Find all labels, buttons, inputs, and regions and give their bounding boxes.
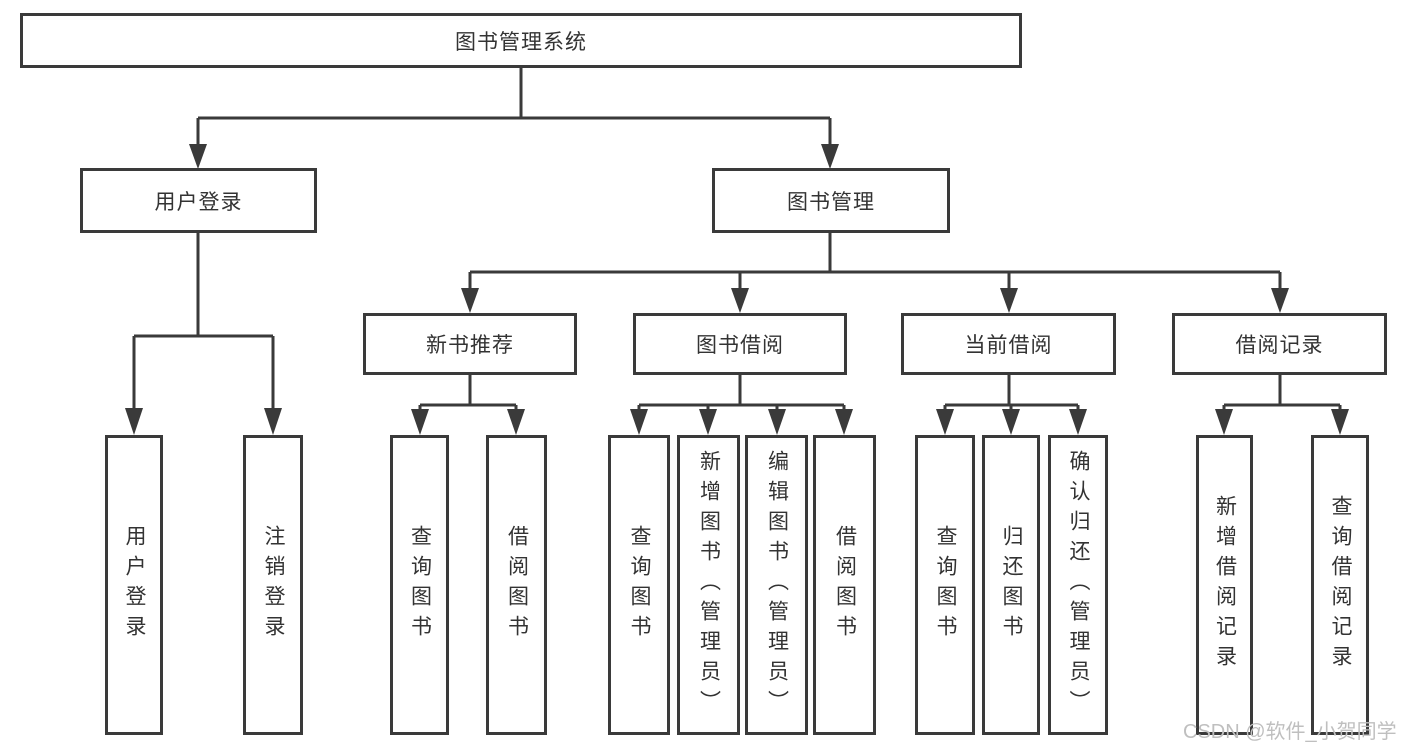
leaf-edit-books-admin: 编辑图书（管理员） xyxy=(745,435,808,735)
node-label: 编辑图书（管理员） xyxy=(765,450,789,720)
leaf-logout: 注销登录 xyxy=(243,435,303,735)
node-label: 当前借阅 xyxy=(964,334,1053,357)
node-label: 图书管理 xyxy=(787,190,875,214)
node-label: 用户登录 xyxy=(123,525,146,645)
node-label: 查询图书 xyxy=(628,525,651,645)
connector-arrowheads xyxy=(125,144,1349,435)
node-label: 图书管理系统 xyxy=(455,30,587,54)
node-label: 图书借阅 xyxy=(696,334,784,357)
leaf-query-books-current: 查询图书 xyxy=(915,435,975,735)
node-label: 查询图书 xyxy=(934,525,957,645)
leaf-query-books-recommend: 查询图书 xyxy=(390,435,449,735)
node-label: 借阅图书 xyxy=(833,525,857,645)
node-book-management: 图书管理 xyxy=(712,168,950,233)
node-label: 借阅记录 xyxy=(1235,334,1324,357)
node-label: 新增借阅记录 xyxy=(1213,495,1237,675)
node-current-borrowing: 当前借阅 xyxy=(901,313,1116,375)
leaf-borrow-books: 借阅图书 xyxy=(813,435,876,735)
node-label: 用户登录 xyxy=(154,190,243,214)
leaf-user-login: 用户登录 xyxy=(105,435,163,735)
node-label: 查询借阅记录 xyxy=(1329,495,1352,675)
leaf-confirm-return-admin: 确认归还（管理员） xyxy=(1048,435,1108,735)
leaf-return-books: 归还图书 xyxy=(982,435,1040,735)
node-label: 借阅图书 xyxy=(505,525,529,645)
leaf-query-borrow-record: 查询借阅记录 xyxy=(1311,435,1369,735)
node-label: 查询图书 xyxy=(408,525,432,645)
node-label: 新增图书（管理员） xyxy=(697,450,721,720)
csdn-watermark: CSDN @软件_小贺同学 xyxy=(1183,721,1397,743)
node-label: 确认归还（管理员） xyxy=(1067,450,1090,720)
leaf-add-books-admin: 新增图书（管理员） xyxy=(677,435,740,735)
node-user-login: 用户登录 xyxy=(80,168,317,233)
node-book-borrowing: 图书借阅 xyxy=(633,313,847,375)
node-library-management-system: 图书管理系统 xyxy=(20,13,1022,68)
connector-lines xyxy=(132,68,1342,411)
node-label: 注销登录 xyxy=(262,525,285,645)
leaf-add-borrow-record: 新增借阅记录 xyxy=(1196,435,1253,735)
node-borrowing-records: 借阅记录 xyxy=(1172,313,1387,375)
leaf-query-books-borrow: 查询图书 xyxy=(608,435,670,735)
node-new-book-recommendation: 新书推荐 xyxy=(363,313,577,375)
leaf-borrow-books-recommend: 借阅图书 xyxy=(486,435,547,735)
node-label: 新书推荐 xyxy=(426,334,514,357)
node-label: 归还图书 xyxy=(1000,525,1023,645)
